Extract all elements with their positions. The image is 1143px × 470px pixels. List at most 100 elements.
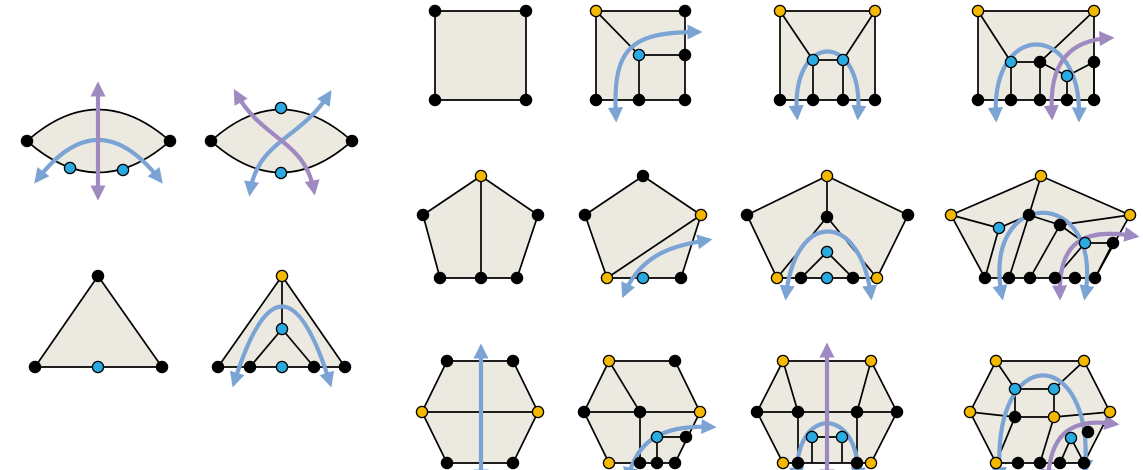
vertex-black <box>20 134 34 148</box>
vertex-black <box>836 93 850 107</box>
square-face <box>779 10 876 101</box>
vertex-black <box>211 360 225 374</box>
vertex-black <box>978 271 992 285</box>
vertex-orange <box>415 405 429 419</box>
vertex-black <box>1033 456 1047 470</box>
inner-edge <box>281 328 315 368</box>
vertex-black <box>1106 236 1120 250</box>
vertex-black <box>1053 456 1067 470</box>
vertex-black <box>1004 93 1018 107</box>
inner-edge <box>1028 175 1042 216</box>
inner-edge <box>856 360 872 413</box>
vertex-orange <box>776 354 790 368</box>
inner-edge <box>950 214 1000 229</box>
inner-edge <box>249 328 283 368</box>
vertex-black <box>633 456 647 470</box>
vertex-black <box>773 93 787 107</box>
vertex-black <box>1081 425 1095 439</box>
inner-edge <box>977 10 1012 63</box>
path-purple <box>1040 414 1120 470</box>
vertex-black <box>577 405 591 419</box>
vertex-black <box>668 456 682 470</box>
inner-edge <box>969 411 1016 418</box>
vertex-black <box>589 93 603 107</box>
vertex-black <box>901 208 915 222</box>
vertex-black <box>428 93 442 107</box>
vertex-black <box>678 48 692 62</box>
vertex-black <box>868 93 882 107</box>
vertex-orange <box>275 269 289 283</box>
vertex-black <box>890 405 904 419</box>
vertex-black <box>531 208 545 222</box>
vertex-black <box>1023 271 1037 285</box>
vertex-blue <box>1064 431 1078 445</box>
vertex-black <box>578 208 592 222</box>
path-blue <box>229 304 335 388</box>
vertex-black <box>668 354 682 368</box>
vertex-blue <box>1004 55 1018 69</box>
vertex-blue <box>275 322 289 336</box>
vertex-black <box>155 360 169 374</box>
path-purple <box>233 89 320 196</box>
vertex-orange <box>944 208 958 222</box>
vertex-black <box>678 93 692 107</box>
vertex-black <box>1011 456 1025 470</box>
vertex-black <box>510 271 524 285</box>
vertex-black <box>632 93 646 107</box>
vertex-orange <box>531 405 545 419</box>
vertex-black <box>416 208 430 222</box>
vertex-blue <box>275 360 289 374</box>
vertex-black <box>674 271 688 285</box>
path-blue <box>779 229 878 301</box>
vertex-blue <box>820 271 834 285</box>
vertex-black <box>791 405 805 419</box>
vertex-black <box>806 93 820 107</box>
path-purple <box>1043 31 1115 121</box>
vertex-black <box>650 456 664 470</box>
vertex-black <box>679 430 693 444</box>
vertex-black <box>1088 271 1102 285</box>
vertex-orange <box>989 354 1003 368</box>
vertex-black <box>850 405 864 419</box>
vertex-black <box>1077 456 1091 470</box>
vertex-orange <box>474 169 488 183</box>
vertex-orange <box>989 456 1003 470</box>
vertex-orange <box>602 354 616 368</box>
vertex-blue <box>1060 69 1074 83</box>
vertex-black <box>791 456 805 470</box>
path-blue <box>788 49 867 121</box>
vertex-orange <box>773 4 787 18</box>
vertex-black <box>1022 208 1036 222</box>
vertex-blue <box>274 101 288 115</box>
inner-edge <box>782 360 799 413</box>
vertex-black <box>1033 55 1047 69</box>
vertex-black <box>163 134 177 148</box>
vertex-black <box>243 360 257 374</box>
vertex-blue <box>992 221 1006 235</box>
vertex-orange <box>1034 169 1048 183</box>
vertex-black <box>794 271 808 285</box>
vertex-orange <box>1077 354 1091 368</box>
vertex-black <box>1033 93 1047 107</box>
vertex-orange <box>1087 4 1101 18</box>
vertex-black <box>971 93 985 107</box>
vertex-black <box>428 4 442 18</box>
inner-edge <box>779 10 814 61</box>
inner-edge <box>608 360 641 413</box>
vertex-black <box>307 360 321 374</box>
vertex-blue <box>820 245 834 259</box>
vertex-blue <box>274 166 288 180</box>
vertex-black <box>1053 218 1067 232</box>
vertex-blue <box>1078 236 1092 250</box>
vertex-black <box>1087 93 1101 107</box>
vertex-blue <box>650 430 664 444</box>
vertex-black <box>740 208 754 222</box>
vertex-blue <box>1047 382 1061 396</box>
vertex-orange <box>864 354 878 368</box>
vertex-black <box>433 271 447 285</box>
vertex-orange <box>868 4 882 18</box>
vertex-blue <box>63 161 77 175</box>
vertex-blue <box>632 48 646 62</box>
vertex-black <box>506 354 520 368</box>
vertex-orange <box>1103 405 1117 419</box>
